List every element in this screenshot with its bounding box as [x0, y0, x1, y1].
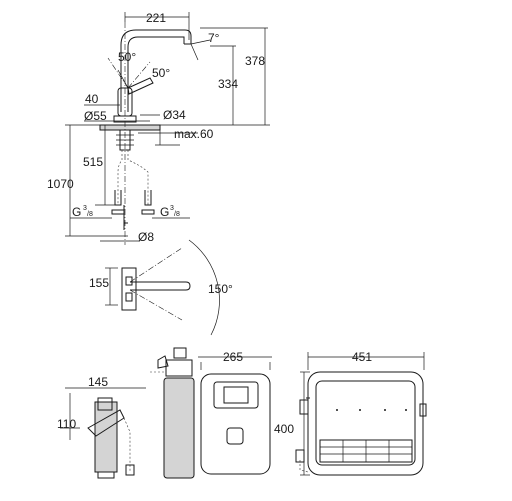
dimension-labels: 221 7° 50° 50° 378 334 40 Ø55 Ø34 max.60…: [47, 11, 372, 436]
dim-lever-angle-left: 50°: [118, 50, 136, 64]
dim-rotation-offset: 155: [89, 276, 109, 290]
dim-connection-right-sup: 3: [170, 205, 174, 212]
faucet-side-view: [99, 22, 192, 245]
dim-connection-right: G: [160, 205, 169, 219]
dim-filter-height: 110: [57, 417, 76, 431]
dim-hose-total: 1070: [47, 177, 74, 191]
dim-unit-depth: 265: [223, 350, 243, 364]
dim-hose-length: 515: [83, 155, 103, 169]
dim-connection-left-sub: /8: [87, 211, 93, 218]
dim-connection-right-sub: /8: [174, 211, 180, 218]
faucet-dimension-lines: [65, 12, 270, 242]
chiller-front-view: [198, 356, 272, 475]
chiller-side-view: [295, 352, 427, 476]
faucet-top-view: [105, 239, 220, 336]
dim-spout-reach: 221: [146, 11, 166, 25]
dim-base-diameter: Ø55: [84, 109, 107, 123]
dim-hole-diameter: Ø34: [163, 108, 186, 122]
dim-connection-left-sup: 3: [83, 205, 87, 212]
dim-lever-angle-right: 50°: [152, 66, 170, 80]
dim-max-counter: max.60: [174, 127, 214, 141]
dim-total-height: 378: [245, 54, 265, 68]
filter-cartridge: [60, 387, 146, 479]
dim-pipe-diameter: Ø8: [138, 230, 154, 244]
co2-bottle: [150, 347, 195, 479]
dim-body-offset: 40: [85, 92, 99, 106]
dim-filter-width: 145: [88, 375, 108, 389]
dim-spout-height: 334: [218, 77, 238, 91]
dim-unit-height: 400: [274, 422, 294, 436]
dim-swivel-angle: 7°: [208, 31, 220, 45]
dim-connection-left: G: [72, 205, 81, 219]
dim-unit-width: 451: [352, 350, 372, 364]
dim-rotation-angle: 150°: [208, 282, 233, 296]
